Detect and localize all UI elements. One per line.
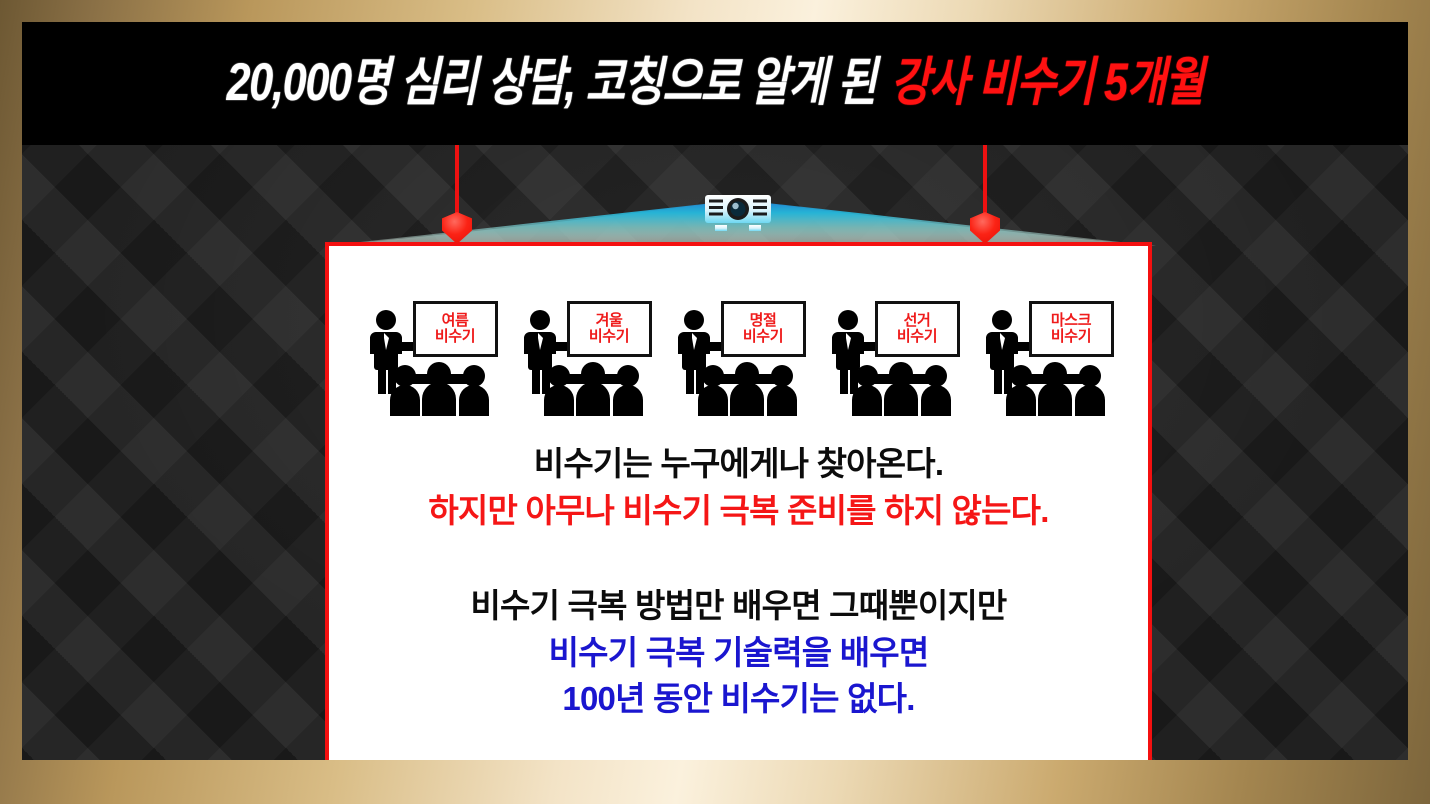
classroom-item: 마스크 비수기: [973, 298, 1121, 418]
connector-line-right: [983, 145, 987, 245]
connector-marker-right: [970, 212, 1000, 244]
classroom-item: 여름 비수기: [357, 298, 505, 418]
classroom-item: 명절 비수기: [665, 298, 813, 418]
headline-white-text: 20,000명 심리 상담, 코칭으로 알게 된: [226, 53, 877, 113]
copy-line-2: 하지만 아무나 비수기 극복 준비를 하지 않는다.: [428, 491, 1049, 529]
whiteboard: 여름 비수기: [412, 301, 498, 357]
projector-icon: [705, 195, 771, 231]
whiteboard-label: 비수기: [434, 328, 476, 345]
whiteboard-season: 겨울: [595, 311, 623, 329]
headline-bar: 20,000명 심리 상담, 코칭으로 알게 된 강사 비수기 5개월: [22, 22, 1408, 145]
whiteboard: 겨울 비수기: [566, 301, 652, 357]
whiteboard-season: 선거: [903, 311, 931, 329]
connector-marker-left: [442, 212, 472, 244]
copy-spacer: [329, 535, 1148, 583]
audience-icon: [851, 362, 951, 416]
presenter-audience-icon: [369, 310, 425, 394]
whiteboard-season: 마스크: [1050, 311, 1092, 329]
copy-line-4: 비수기 극복 기술력을 배우면: [548, 633, 930, 671]
whiteboard: 명절 비수기: [720, 301, 806, 357]
audience-icon: [389, 362, 489, 416]
whiteboard-season: 명절: [749, 311, 777, 329]
slide-stage: 20,000명 심리 상담, 코칭으로 알게 된 강사 비수기 5개월: [22, 22, 1408, 760]
whiteboard-season: 여름: [441, 311, 469, 329]
copy-line-5: 100년 동안 비수기는 없다.: [562, 680, 915, 718]
presenter-audience-icon: [831, 310, 887, 394]
whiteboard-label: 비수기: [1050, 328, 1092, 345]
body-copy: 비수기는 누구에게나 찾아온다. 하지만 아무나 비수기 극복 준비를 하지 않…: [329, 441, 1148, 723]
content-panel: 여름 비수기: [325, 242, 1152, 760]
headline-red-text: 강사 비수기 5개월: [890, 53, 1205, 113]
audience-icon: [1005, 362, 1105, 416]
whiteboard: 마스크 비수기: [1028, 301, 1114, 357]
audience-icon: [697, 362, 797, 416]
whiteboard-label: 비수기: [896, 328, 938, 345]
copy-line-3: 비수기 극복 방법만 배우면 그때뿐이지만: [470, 586, 1008, 624]
whiteboard-label: 비수기: [588, 328, 630, 345]
presenter-audience-icon: [523, 310, 579, 394]
audience-icon: [543, 362, 643, 416]
connector-line-left: [455, 145, 459, 245]
whiteboard-label: 비수기: [742, 328, 784, 345]
classroom-item: 선거 비수기: [819, 298, 967, 418]
whiteboard: 선거 비수기: [874, 301, 960, 357]
classroom-item: 겨울 비수기: [511, 298, 659, 418]
classroom-icon-row: 여름 비수기: [329, 298, 1148, 418]
copy-line-1: 비수기는 누구에게나 찾아온다.: [533, 445, 944, 482]
